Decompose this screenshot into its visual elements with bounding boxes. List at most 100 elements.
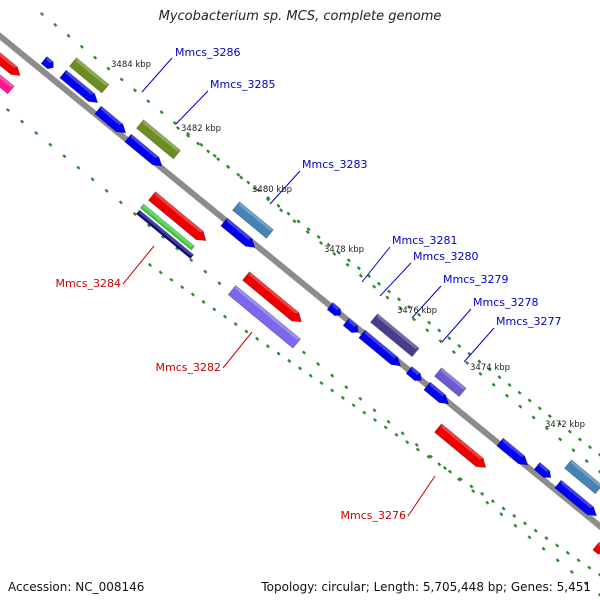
tick-mark: [340, 395, 345, 400]
tick-mark: [512, 513, 517, 519]
tick-mark: [256, 188, 261, 193]
label-leader: [441, 308, 472, 343]
tick-mark: [394, 432, 399, 437]
tick-mark: [216, 157, 221, 162]
tick-mark: [189, 258, 194, 263]
label-leader: [141, 57, 173, 93]
tick-mark: [544, 426, 549, 431]
tick-mark: [544, 536, 549, 541]
tick-mark: [172, 120, 177, 126]
tick-mark: [456, 477, 462, 482]
tick-mark: [276, 351, 281, 356]
tick-mark: [180, 285, 185, 290]
label-leader: [222, 331, 253, 369]
tick-mark: [255, 336, 260, 341]
tick-mark: [504, 393, 510, 398]
tick-mark: [201, 299, 206, 304]
tick-mark: [587, 565, 592, 570]
tick-mark: [438, 339, 443, 344]
cds-reverse: [592, 541, 600, 555]
tick-mark: [199, 142, 204, 147]
tick-mark: [345, 262, 350, 267]
tick-mark: [428, 454, 433, 459]
tick-mark: [400, 431, 405, 436]
tick-mark: [513, 523, 518, 528]
tick-mark: [471, 489, 476, 494]
tick-marks: [5, 11, 600, 597]
cds-reverse: [0, 49, 21, 77]
label-leader: [463, 327, 495, 363]
kbp-label: 3484 kbp: [111, 60, 151, 70]
tick-mark: [186, 131, 191, 137]
tick-mark: [587, 445, 593, 450]
cds-forward-olive: [69, 57, 110, 94]
gene-features: [0, 49, 600, 555]
tick-mark: [265, 197, 270, 202]
label-leaders: [122, 57, 495, 517]
cds-forward: [554, 479, 597, 517]
cds-forward: [40, 56, 54, 70]
tick-mark: [555, 558, 560, 563]
tick-mark: [597, 452, 600, 457]
tick-mark: [541, 546, 546, 551]
tick-mark: [497, 375, 502, 380]
tick-mark: [286, 211, 291, 216]
tick-mark: [301, 350, 307, 355]
cds-forward: [358, 329, 401, 367]
tick-mark: [386, 289, 392, 294]
tick-mark: [557, 421, 562, 426]
cds-reverse-navy: [135, 209, 194, 259]
tick-mark: [405, 440, 410, 445]
tick-mark: [533, 528, 538, 533]
gene-label: Mmcs_3285: [210, 78, 275, 91]
cds-reverse-green: [139, 203, 195, 251]
label-leader: [361, 246, 391, 283]
label-leader: [411, 285, 442, 319]
tick-mark: [292, 219, 297, 224]
tick-mark: [279, 208, 284, 213]
tick-mark: [465, 360, 470, 366]
gene-label: Mmcs_3280: [413, 250, 478, 263]
gene-label: Mmcs_3284: [56, 277, 121, 290]
tick-mark: [425, 328, 430, 333]
tick-mark: [319, 381, 324, 386]
tick-mark: [222, 314, 228, 319]
tick-mark: [362, 410, 367, 415]
cds-forward-purple: [434, 367, 467, 398]
cds-reverse-pink: [0, 71, 15, 95]
tick-mark: [351, 403, 356, 408]
gene-label-group: Mmcs_3286Mmcs_3285Mmcs_3283Mmcs_3281Mmcs…: [56, 46, 562, 522]
tick-mark: [190, 292, 195, 297]
tick-mark: [93, 55, 98, 60]
tick-mark: [305, 230, 310, 235]
tick-mark: [583, 581, 588, 586]
tick-mark: [239, 175, 244, 180]
tick-mark: [442, 465, 448, 471]
tick-mark: [39, 11, 45, 17]
tick-mark: [296, 219, 301, 224]
tick-mark: [79, 44, 84, 49]
tick-mark: [537, 406, 542, 411]
tick-mark: [558, 437, 563, 442]
tick-mark: [104, 188, 109, 193]
tick-mark: [5, 107, 11, 113]
tick-mark: [398, 306, 403, 311]
tick-mark: [316, 234, 321, 240]
tick-mark: [499, 512, 504, 517]
tick-mark: [372, 408, 377, 413]
tick-mark: [175, 246, 180, 251]
gene-label: Mmcs_3286: [175, 46, 240, 59]
tick-mark: [132, 88, 138, 93]
tick-mark: [555, 543, 560, 548]
tick-mark: [457, 343, 462, 349]
tick-mark: [217, 281, 222, 286]
tick-mark: [76, 165, 81, 170]
tick-mark: [480, 491, 485, 496]
tick-mark: [522, 521, 528, 526]
topology-summary: Topology: circular; Length: 5,705,448 bp…: [261, 580, 591, 594]
tick-mark: [517, 390, 522, 395]
tick-mark: [330, 388, 335, 393]
tick-mark: [518, 404, 523, 409]
gene-label: Mmcs_3281: [392, 234, 457, 247]
